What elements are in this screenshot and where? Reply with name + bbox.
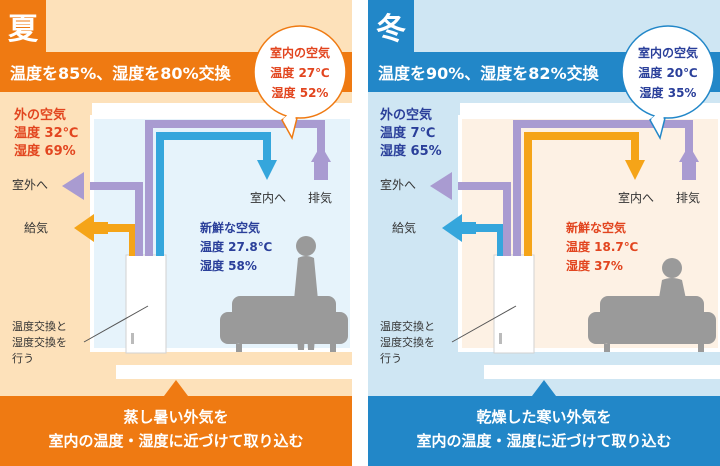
summer-sofa	[220, 296, 348, 352]
winter-indoor-bubble: 室内の空気 温度 20℃ 湿度 35%	[621, 25, 715, 141]
winter-to-room-label: 室内へ	[618, 190, 654, 205]
summer-supply-label: 給気	[24, 220, 48, 235]
summer-season-label: 夏	[8, 12, 39, 47]
winter-caption-line2: 室内の温度・湿度に近づけて取り込む	[416, 432, 671, 450]
summer-indoor-temp: 温度 27℃	[270, 65, 329, 80]
winter-person	[650, 258, 694, 336]
summer-unit-leader-line	[83, 305, 149, 343]
summer-to-room-label: 室内へ	[250, 190, 286, 205]
summer-supply-duct	[74, 132, 277, 256]
summer-outdoor-air: 外の空気 温度 32℃ 湿度 69%	[13, 107, 78, 159]
summer-exhaust-label: 排気	[308, 190, 332, 205]
winter-unit-desc-line1: 温度交換と	[380, 319, 435, 333]
summer-outdoor-humidity: 湿度 69%	[14, 143, 76, 159]
winter-outdoor-air: 外の空気 温度 7℃ 湿度 65%	[379, 107, 442, 159]
winter-fresh-title: 新鮮な空気	[566, 220, 626, 235]
winter-header-text: 温度を90%、湿度を82%交換	[377, 64, 600, 83]
winter-supply-label: 給気	[392, 220, 416, 235]
winter-caption-box	[368, 396, 720, 466]
winter-season-tab	[368, 0, 414, 52]
summer-panel: 夏 温度を85%、湿度を80%交換	[0, 0, 354, 466]
winter-panel: 冬 温度を90%、湿度を82%交換	[368, 0, 720, 466]
winter-sofa	[588, 296, 716, 352]
winter-season-label: 冬	[376, 12, 406, 47]
winter-to-outside-label: 室外へ	[380, 177, 416, 192]
winter-unit-leader-line	[451, 305, 517, 343]
winter-fresh-air: 新鮮な空気 温度 18.7℃ 湿度 37%	[566, 220, 638, 273]
summer-indoor-humidity: 湿度 52%	[272, 85, 329, 100]
winter-fresh-humidity: 湿度 37%	[566, 258, 623, 273]
summer-unit-description: 温度交換と 湿度交換を 行う	[12, 305, 149, 365]
winter-unit-description: 温度交換と 湿度交換を 行う	[380, 305, 517, 365]
winter-indoor-humidity: 湿度 35%	[640, 85, 697, 100]
summer-floor	[116, 365, 352, 379]
winter-indoor-temp: 温度 20℃	[638, 65, 697, 80]
summer-fresh-humidity: 湿度 58%	[200, 258, 257, 273]
winter-caption-pointer	[532, 380, 556, 396]
winter-outdoor-title: 外の空気	[379, 107, 432, 123]
summer-fresh-title: 新鮮な空気	[200, 220, 260, 235]
winter-unit-desc-line3: 行う	[380, 352, 402, 365]
summer-fresh-temp: 温度 27.8℃	[200, 239, 272, 254]
summer-vent-unit-handle	[131, 333, 134, 344]
summer-indoor-bubble: 室内の空気 温度 27℃ 湿度 52%	[253, 25, 347, 141]
summer-person	[294, 236, 318, 350]
summer-outdoor-title: 外の空気	[13, 107, 66, 123]
summer-unit-desc-line1: 温度交換と	[12, 319, 67, 333]
summer-fresh-air: 新鮮な空気 温度 27.8℃ 湿度 58%	[200, 220, 272, 273]
summer-caption-line1: 蒸し暑い外気を	[123, 408, 228, 426]
winter-supply-duct	[442, 132, 645, 256]
summer-indoor-title: 室内の空気	[270, 45, 330, 60]
winter-outdoor-temp: 温度 7℃	[380, 125, 435, 141]
winter-outdoor-humidity: 湿度 65%	[380, 143, 442, 159]
summer-unit-desc-line3: 行う	[12, 352, 34, 365]
winter-unit-desc-line2: 湿度交換を	[380, 335, 435, 349]
summer-caption-box	[0, 396, 352, 466]
winter-caption-line1: 乾燥した寒い外気を	[476, 408, 611, 426]
summer-caption-pointer	[164, 380, 188, 396]
summer-to-outside-label: 室外へ	[12, 177, 48, 192]
winter-indoor-title: 室内の空気	[638, 45, 698, 60]
summer-season-tab	[0, 0, 46, 52]
winter-exhaust-duct	[430, 120, 699, 256]
summer-fresh-air-duct	[156, 132, 271, 256]
summer-header-text: 温度を85%、湿度を80%交換	[9, 64, 232, 83]
winter-fresh-air-duct	[524, 132, 639, 256]
summer-caption-line2: 室内の温度・湿度に近づけて取り込む	[48, 432, 303, 450]
winter-fresh-temp: 温度 18.7℃	[566, 239, 638, 254]
summer-exhaust-duct	[62, 120, 331, 256]
summer-unit-desc-line2: 湿度交換を	[12, 335, 67, 349]
summer-outdoor-temp: 温度 32℃	[14, 125, 78, 141]
winter-exhaust-label: 排気	[676, 190, 700, 205]
winter-floor	[484, 365, 720, 379]
winter-vent-unit-handle	[499, 333, 502, 344]
